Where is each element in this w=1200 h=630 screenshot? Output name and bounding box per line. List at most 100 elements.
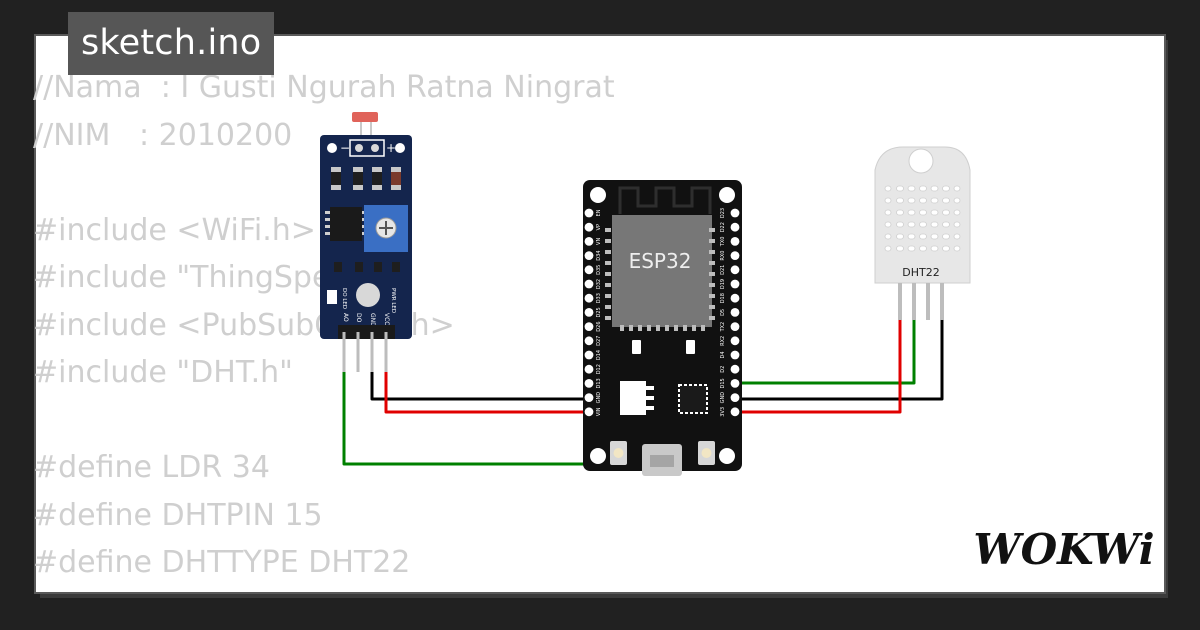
esp32-pin-label: VN <box>596 238 602 245</box>
code-line: #define DHTPIN 15 <box>33 497 323 533</box>
esp32-pin[interactable] <box>730 222 740 232</box>
boot-button[interactable] <box>610 441 627 465</box>
pin-label-ao: AO <box>342 313 349 322</box>
esp32-pin[interactable] <box>584 322 594 331</box>
wire-ldr-power[interactable] <box>384 372 590 414</box>
pin-label-gnd: GND <box>369 313 376 327</box>
esp32-pin-label: GND <box>720 392 726 404</box>
esp32-pin[interactable] <box>584 265 594 275</box>
esp32-pin[interactable] <box>584 237 594 246</box>
esp32-pin-label: D5 <box>720 309 726 316</box>
esp32-pin[interactable] <box>584 407 594 417</box>
esp32-pin-label: D18 <box>720 293 726 303</box>
code-line: #include "DHT.h" <box>33 355 293 390</box>
esp32-pin-label: D26 <box>596 321 602 331</box>
esp32-pin-label: D12 <box>596 364 602 374</box>
esp32-pin-label: 3V3 <box>720 407 726 417</box>
esp32-pin[interactable] <box>730 407 740 417</box>
code-line: //Nama : I Gusti Ngurah Ratna Ningrat <box>33 70 615 105</box>
wire-ldr-ground[interactable] <box>370 372 590 401</box>
esp32-pin-label: D4 <box>720 351 726 358</box>
code-line: #define DHTTYPE DHT22 <box>33 545 411 580</box>
pwr-led <box>356 283 380 307</box>
wire-dht-signal[interactable] <box>735 318 916 385</box>
esp32-pin[interactable] <box>730 379 740 388</box>
esp32-pin[interactable] <box>730 251 740 260</box>
ldr-sensor-module[interactable]: − + DO LED P <box>320 112 412 372</box>
esp32-module <box>612 215 712 327</box>
comparator-chip <box>325 207 367 241</box>
esp32-pin-label: RX2 <box>720 336 726 346</box>
esp32-pin-label: RX0 <box>720 251 726 261</box>
esp32-pin[interactable] <box>730 308 740 317</box>
esp32-pin-label: D32 <box>596 279 602 289</box>
esp32-pin[interactable] <box>730 208 740 218</box>
code-line: //NIM : 2010200 <box>33 117 293 153</box>
potentiometer[interactable] <box>364 205 408 252</box>
esp32-pin[interactable] <box>584 379 594 388</box>
esp32-pin[interactable] <box>730 350 740 360</box>
esp32-pin[interactable] <box>584 308 594 317</box>
esp32-pin[interactable] <box>730 364 740 374</box>
esp32-pin-label: D19 <box>720 279 726 289</box>
esp32-pin-label: EN <box>596 209 602 216</box>
svg-text:WOKWi: WOKWi <box>975 525 1153 574</box>
en-button[interactable] <box>698 441 715 465</box>
esp32-pin[interactable] <box>730 237 740 246</box>
wire-dht-ground[interactable] <box>735 318 944 401</box>
esp32-pin-label: TX0 <box>720 237 726 248</box>
esp32-pin-label: D15 <box>720 378 726 388</box>
esp32-pin-label: GND <box>596 392 602 404</box>
esp32-pin[interactable] <box>584 336 594 346</box>
esp32-pin[interactable] <box>730 393 740 402</box>
usb-uart-chip <box>678 384 708 414</box>
micro-usb-port <box>642 444 682 476</box>
pin-label-vcc: VCC <box>383 313 390 325</box>
esp32-pin[interactable] <box>730 265 740 275</box>
photoresistor <box>352 112 378 122</box>
code-line: #include <WiFi.h> <box>33 212 316 248</box>
antenna-trace <box>618 186 712 214</box>
esp32-pin-label: D34 <box>596 250 602 260</box>
esp32-pin[interactable] <box>584 208 594 218</box>
esp32-pin[interactable] <box>730 293 740 303</box>
voltage-regulator <box>620 381 654 415</box>
esp32-pin[interactable] <box>584 350 594 360</box>
esp32-pin[interactable] <box>730 279 740 289</box>
wire-dht-power[interactable] <box>735 318 902 414</box>
esp32-pin-label: VIN <box>596 407 602 416</box>
esp32-pin-label: D33 <box>596 293 602 303</box>
esp32-pin-label: D14 <box>596 350 602 360</box>
resistors <box>331 167 401 190</box>
esp32-pin[interactable] <box>584 293 594 303</box>
do-led-label: DO LED <box>341 288 347 309</box>
dht22-grille <box>884 185 961 252</box>
esp32-pin-label: D13 <box>596 378 602 388</box>
esp32-pin[interactable] <box>730 336 740 346</box>
ldr-plus-sign: + <box>386 141 396 155</box>
esp32-pin[interactable] <box>584 393 594 402</box>
code-line: #define LDR 34 <box>33 450 270 485</box>
pwr-led-label: PWR LED <box>390 288 396 313</box>
esp32-pin-label: D35 <box>596 265 602 275</box>
module-castellations <box>605 228 715 331</box>
esp32-pin-label: D25 <box>596 307 602 317</box>
esp32-pin-label: VP <box>596 224 602 230</box>
esp32-pin[interactable] <box>584 251 594 260</box>
esp32-pin[interactable] <box>584 222 594 232</box>
esp32-pin-label: TX2 <box>720 322 726 333</box>
esp32-pin-label: D23 <box>720 208 726 218</box>
esp32-pin[interactable] <box>584 364 594 374</box>
esp32-pin[interactable] <box>730 322 740 331</box>
ldr-minus-sign: − <box>340 141 350 155</box>
esp32-pin-label: D22 <box>720 222 726 232</box>
esp32-pin[interactable] <box>584 279 594 289</box>
esp32-pin-label: D27 <box>596 336 602 346</box>
pin-label-do: DO <box>355 313 362 323</box>
ldr-header <box>338 325 395 339</box>
dht22-sensor[interactable]: DHT22 <box>874 146 971 320</box>
file-tab[interactable]: sketch.ino <box>68 12 275 75</box>
